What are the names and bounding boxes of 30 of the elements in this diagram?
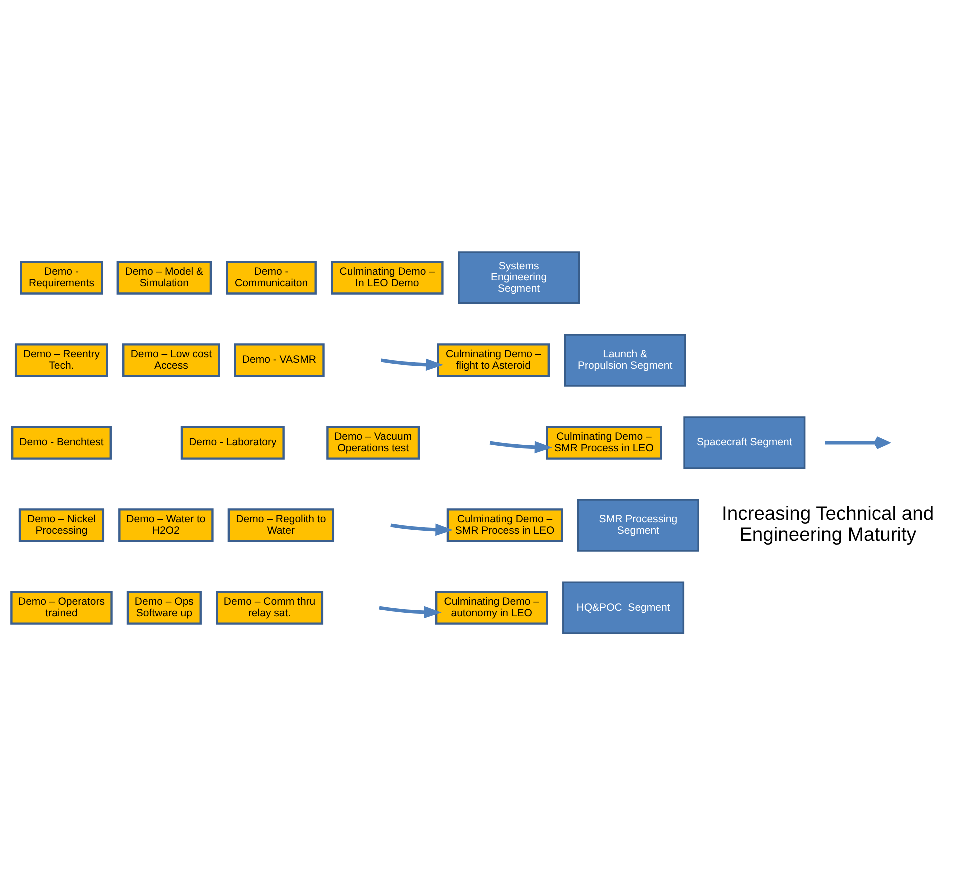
node-box: Culminating Demo – autonomy in LEO bbox=[435, 591, 548, 625]
node-box: Spacecraft Segment bbox=[684, 416, 806, 470]
node-box: Culminating Demo – SMR Process in LEO bbox=[546, 426, 662, 460]
label: Increasing Technical and Engineering Maturity bbox=[722, 504, 934, 546]
node-box: Demo – Comm thru relay sat. bbox=[216, 591, 324, 625]
node-box: Demo - Benchtest bbox=[11, 426, 112, 460]
arrow bbox=[380, 358, 444, 372]
arrow bbox=[379, 606, 442, 619]
node-box: Demo – Ops Software up bbox=[126, 591, 202, 625]
node-box: Demo – Water to H2O2 bbox=[118, 508, 214, 542]
arrow bbox=[390, 524, 454, 536]
node-box: Culminating Demo – SMR Process in LEO bbox=[446, 508, 564, 542]
node-box: Demo – Operators trained bbox=[10, 591, 113, 625]
node-box: Demo – Regolith to Water bbox=[228, 508, 335, 542]
node-box: Demo – Vacuum Operations test bbox=[326, 426, 420, 460]
node-box: Culminating Demo – In LEO Demo bbox=[331, 261, 444, 295]
node-box: Demo – Nickel Processing bbox=[18, 508, 105, 542]
node-box: HQ&POC Segment bbox=[562, 582, 685, 634]
node-box: Demo - VASMR bbox=[234, 344, 325, 378]
node-box: Demo - Laboratory bbox=[180, 426, 285, 460]
arrow bbox=[490, 441, 552, 454]
node-box: Demo - Requirements bbox=[20, 261, 104, 295]
node-box: Demo – Model & Simulation bbox=[116, 261, 212, 295]
node-box: Culminating Demo – flight to Asteroid bbox=[437, 344, 550, 378]
node-box: Demo - Communicaiton bbox=[226, 261, 317, 295]
node-box: Demo – Reentry Tech. bbox=[14, 344, 108, 378]
node-box: Demo – Low cost Access bbox=[122, 344, 220, 378]
node-box: Systems Engineering Segment bbox=[458, 252, 580, 304]
node-box: Launch & Propulsion Segment bbox=[564, 334, 686, 387]
node-box: SMR Processing Segment bbox=[577, 499, 700, 552]
